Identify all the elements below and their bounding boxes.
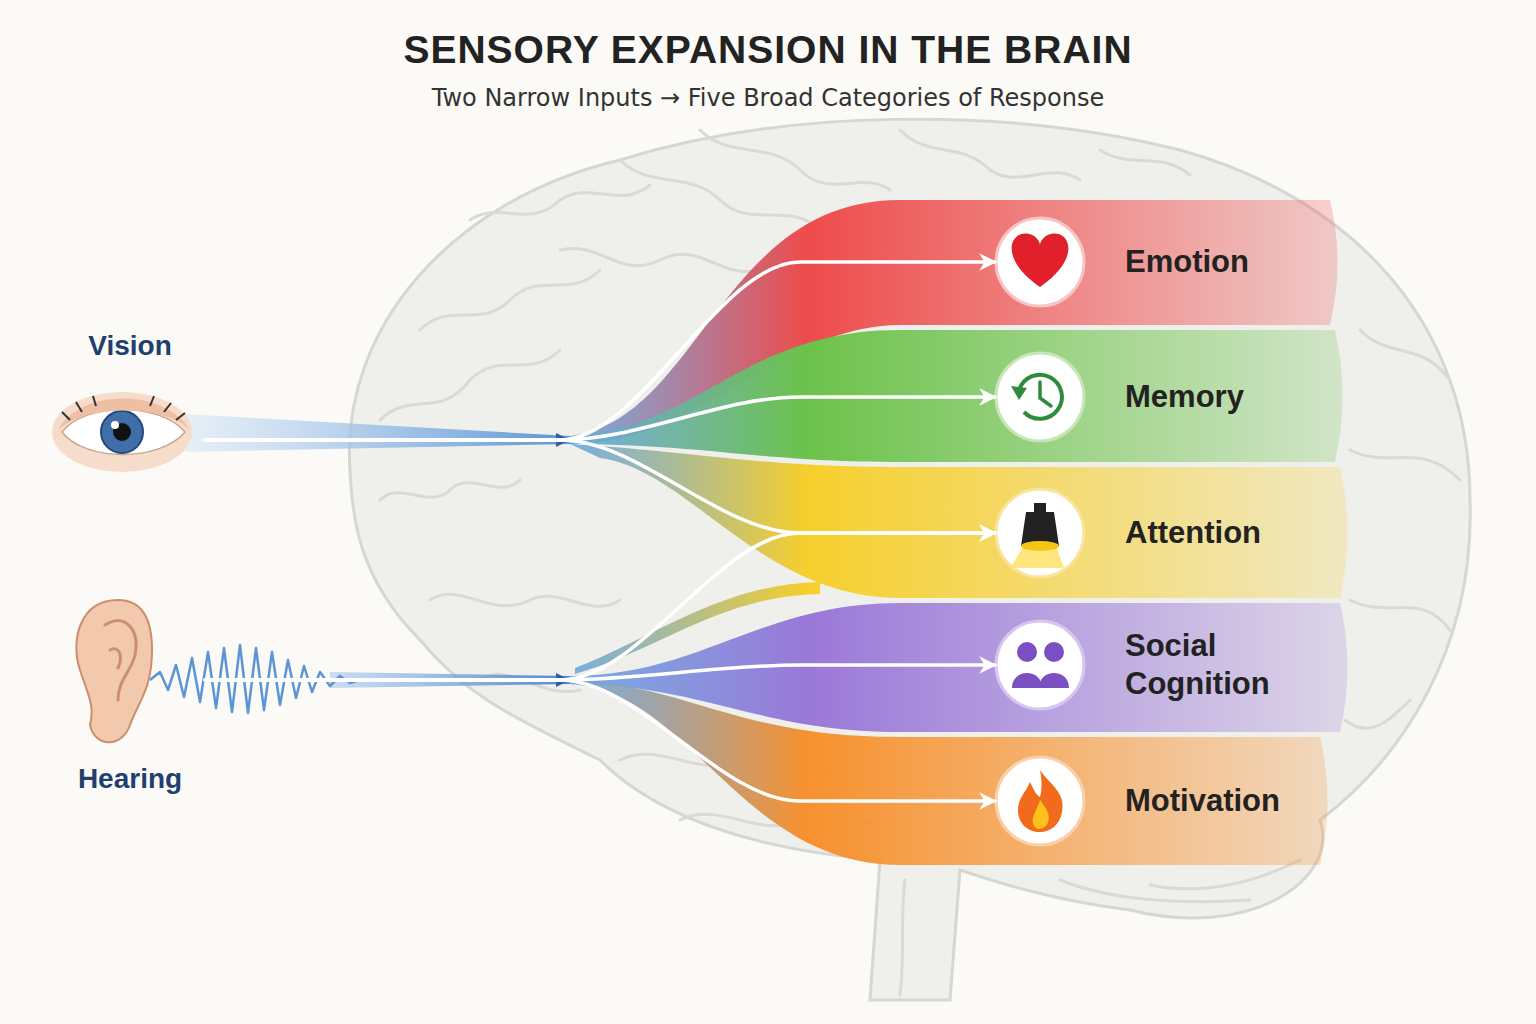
- response-band: Attention: [995, 488, 1340, 578]
- hearing-beam: [330, 672, 570, 688]
- heart-symbol: [1012, 234, 1069, 287]
- gyrus-line: [900, 130, 1080, 180]
- person-body: [1039, 673, 1069, 688]
- gyrus-line: [1345, 700, 1410, 728]
- spotlight-bulb: [1021, 541, 1059, 551]
- ear-outer: [76, 600, 152, 742]
- flow-arrow: [205, 665, 995, 680]
- eye-iris: [101, 411, 143, 453]
- response-band: Motivation: [995, 756, 1340, 846]
- person-head: [1044, 642, 1064, 662]
- flow-arrow: [205, 440, 995, 533]
- sound-wave: [150, 645, 360, 713]
- category-label: Attention: [1125, 514, 1261, 552]
- social-icon: [996, 621, 1084, 709]
- gyrus-line: [380, 480, 520, 500]
- gyrus-line: [900, 880, 905, 995]
- response-band: Social Cognition: [995, 620, 1340, 710]
- vision-arrowhead: [556, 433, 570, 447]
- flow-arrow: [205, 680, 995, 801]
- memory-icon: [996, 353, 1084, 441]
- gyrus-line: [1350, 450, 1460, 480]
- eye-skin: [52, 392, 192, 472]
- flow-arrow: [205, 533, 995, 680]
- gyrus-line: [430, 594, 620, 606]
- input-label: Hearing: [78, 763, 182, 795]
- motivation-ribbon: [570, 678, 1328, 865]
- diagram-title: SENSORY EXPANSION IN THE BRAIN: [0, 28, 1536, 72]
- memory-ribbon: [570, 330, 1343, 462]
- flame-outer: [1018, 770, 1063, 832]
- emotion-icon: [996, 218, 1084, 306]
- gyrus-line: [560, 248, 760, 271]
- icon-circle: [996, 489, 1084, 577]
- person-body: [1012, 673, 1042, 688]
- flame-inner: [1033, 800, 1049, 829]
- response-band: Memory: [995, 352, 1340, 442]
- gyrus-line: [700, 130, 890, 190]
- attention-ribbon: [570, 444, 1348, 598]
- clock-hands: [1040, 382, 1051, 406]
- attention-icon: [996, 489, 1084, 577]
- sensory-input: Hearing: [55, 600, 205, 795]
- vision-arrow: [470, 439, 560, 442]
- category-label: Emotion: [1125, 243, 1249, 281]
- icon-circle: [996, 757, 1084, 845]
- icon-circle: [996, 218, 1084, 306]
- eye-highlight: [111, 421, 119, 429]
- ear-illustration: [76, 600, 152, 742]
- gyrus-line: [1100, 150, 1190, 175]
- hearing-arrow: [380, 679, 560, 682]
- vision-beam: [185, 414, 570, 452]
- eye-lashes: [62, 396, 185, 420]
- flow-arrow: [205, 397, 995, 440]
- spotlight-body: [1021, 512, 1059, 546]
- gyrus-line: [1060, 880, 1250, 902]
- sensory-input: Vision: [55, 330, 205, 480]
- person-head: [1017, 642, 1037, 662]
- icon-circle: [996, 353, 1084, 441]
- clock-arrow: [1011, 386, 1027, 400]
- category-label: Memory: [1125, 378, 1244, 416]
- spotlight-knob: [1034, 503, 1046, 513]
- gyrus-line: [1360, 330, 1450, 380]
- gyrus-line: [470, 185, 650, 220]
- icon-circle: [996, 621, 1084, 709]
- gyrus-line: [1350, 600, 1450, 630]
- motivation-icon: [996, 757, 1084, 845]
- category-label: Social Cognition: [1125, 627, 1330, 703]
- response-band: Emotion: [995, 217, 1340, 307]
- brain-gyri: [380, 130, 1460, 995]
- ear-inner: [105, 621, 136, 700]
- flow-arrow: [205, 262, 995, 440]
- subtitle-label: Two Narrow Inputs → Five Broad Categorie…: [0, 84, 1536, 112]
- gyrus-line: [380, 350, 560, 420]
- eye-illustration: [52, 392, 192, 472]
- gyrus-line: [620, 160, 820, 230]
- input-label: Vision: [88, 330, 172, 362]
- brain-outline: [349, 119, 1470, 1000]
- hearing-arrowhead: [556, 673, 570, 687]
- clock-ring: [1019, 375, 1062, 419]
- gyrus-line: [420, 270, 600, 330]
- category-label: Motivation: [1125, 782, 1280, 820]
